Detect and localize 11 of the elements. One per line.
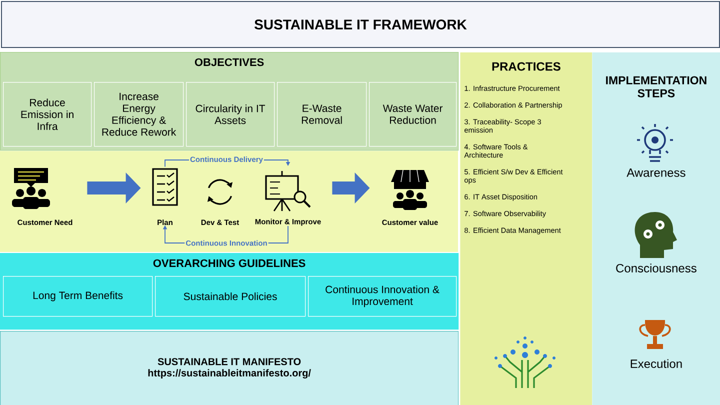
guideline-box: Sustainable Policies [155,276,306,317]
objective-box: Waste Water Reduction [369,82,457,147]
objective-box: Reduce Emission in Infra [3,82,92,147]
steps-panel: IMPLEMENTATION STEPS Awareness Consciousness Execution [592,52,720,405]
objective-box: Increase Energy Efficiency & Reduce Rework [94,82,184,147]
manifesto-box: SUSTAINABLE IT MANIFESTO https://sustainableitmanifesto.org/ [0,331,459,405]
objective-box: Circularity in IT Assets [186,82,275,147]
title-banner: SUSTAINABLE IT FRAMEWORK [1,1,720,48]
guideline-box: Long Term Benefits [3,276,153,317]
guideline-box: Continuous Innovation & Improvement [308,276,457,317]
objective-box: E-Waste Removal [277,82,367,147]
